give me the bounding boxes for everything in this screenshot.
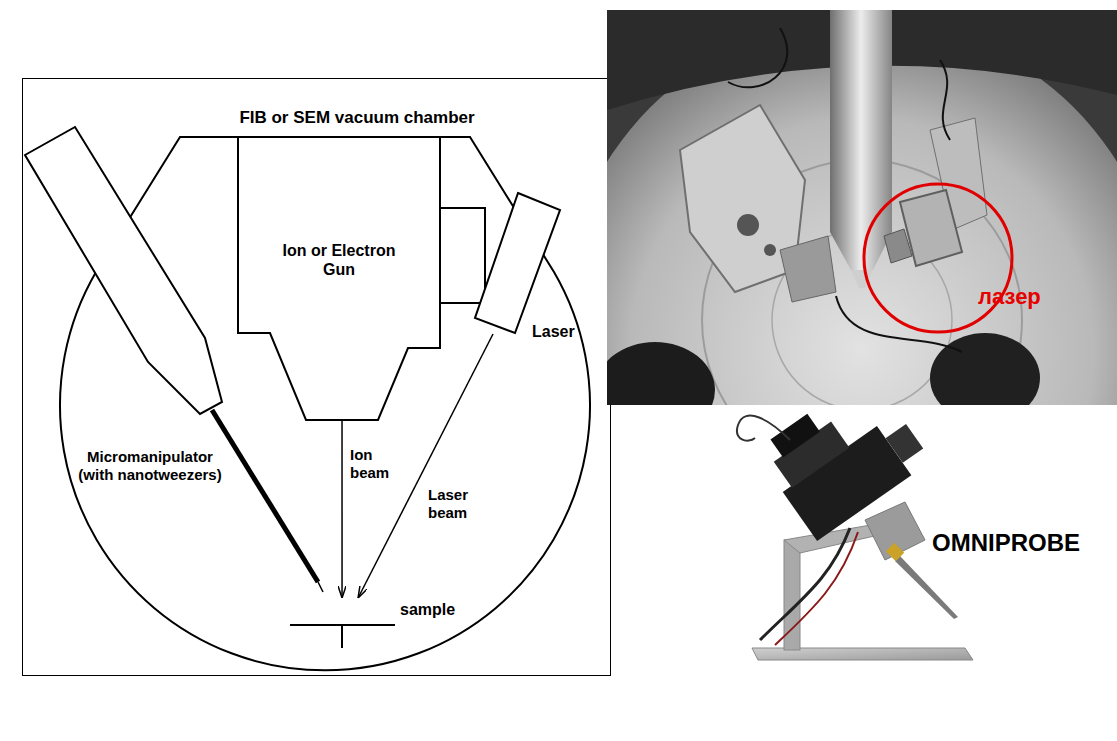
- micromanipulator-outline: [25, 127, 322, 590]
- gas-nozzle: [780, 236, 836, 302]
- node-label: Ion or Electron Gun: [269, 241, 409, 279]
- needle-tip: [318, 582, 323, 592]
- edge-label-holder: Laser beam: [428, 486, 488, 522]
- gun-shape: Ion or Electron Gun: [238, 137, 440, 420]
- needle-holder: [886, 543, 904, 561]
- vacuum-chamber: FIB or SEM vacuum chamberIon or Electron…: [55, 100, 595, 672]
- chamber-photo: [607, 10, 1117, 405]
- pole-piece: [830, 10, 892, 232]
- motor-block: [770, 414, 819, 458]
- label-holder: OMNIPROBE: [932, 529, 1112, 558]
- node-label: Laser: [532, 322, 592, 341]
- sample-stub: [341, 625, 343, 648]
- cable: [760, 528, 850, 640]
- highlight-circle: [864, 184, 1012, 332]
- laser-outline: [475, 193, 560, 333]
- probe-needle: [895, 556, 958, 619]
- gun-mount: [440, 208, 485, 303]
- gun-outline: [238, 137, 440, 420]
- bracket-hole: [764, 244, 776, 256]
- cable: [728, 28, 787, 87]
- motor-block: [886, 424, 924, 463]
- pole-cone: [830, 232, 892, 270]
- cable: [836, 296, 962, 352]
- chamber-outline: [60, 137, 590, 670]
- manipulator-needle: [212, 410, 318, 582]
- cable: [775, 532, 858, 645]
- node-label: Micromanipulator (with nanotweezers): [75, 448, 225, 484]
- port-hole: [930, 333, 1040, 405]
- label-holder: лазер: [978, 284, 1088, 310]
- omniprobe-device: [737, 371, 973, 660]
- beam-label: Laser beam: [428, 486, 488, 522]
- sample-holder: sample: [288, 598, 470, 650]
- manipulator-body: [25, 127, 222, 414]
- bracket-hole: [737, 214, 759, 236]
- laser-box: Laser: [474, 192, 562, 334]
- laser-lens: [884, 229, 912, 263]
- beam-label: Ion beam: [350, 446, 400, 482]
- edge-label-holder: Ion beam: [350, 446, 400, 482]
- cable: [940, 60, 950, 140]
- motor-stack: [754, 371, 932, 541]
- product-name: OMNIPROBE: [932, 529, 1112, 558]
- node-label: FIB or SEM vacuum chamber: [207, 108, 507, 128]
- port-hole: [607, 342, 715, 405]
- laser-box-outline: [474, 192, 562, 334]
- beam-arrow: [341, 420, 343, 598]
- gun-shape-outline: [238, 137, 440, 420]
- node-label: sample: [400, 600, 470, 619]
- figure-frame: [23, 79, 611, 676]
- cable-loop: [737, 416, 790, 441]
- micromanipulator: Micromanipulator (with nanotweezers): [25, 127, 322, 590]
- photo-label: лазер: [978, 284, 1088, 310]
